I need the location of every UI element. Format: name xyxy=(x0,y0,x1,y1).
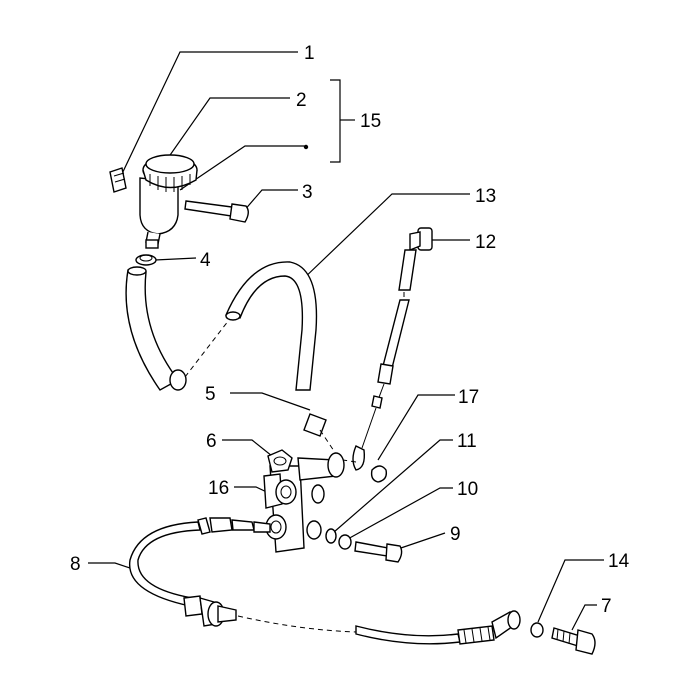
callout-17: 17 xyxy=(458,387,479,408)
callout-7: 7 xyxy=(601,596,612,617)
master-cylinder xyxy=(263,452,345,553)
callout-12: 12 xyxy=(475,232,496,253)
part-17-clip xyxy=(370,465,388,483)
part-4-clamp xyxy=(135,254,157,266)
callout-4: 4 xyxy=(200,250,211,271)
part-5-pin xyxy=(303,413,337,455)
callout-6: 6 xyxy=(206,431,217,452)
callout-16: 16 xyxy=(208,478,229,499)
callout-14: 14 xyxy=(608,551,630,572)
callout-2: 2 xyxy=(296,90,307,111)
callout-15: 15 xyxy=(360,111,381,132)
callout-labels: 1 2 15 3 13 12 4 5 17 6 11 16 10 9 8 14 … xyxy=(70,43,630,617)
callout-13: 13 xyxy=(475,186,496,207)
seal-dot xyxy=(303,144,309,150)
part-1-clip xyxy=(109,167,127,193)
callout-11: 11 xyxy=(457,431,477,452)
part-6-nut xyxy=(267,449,293,473)
callout-9: 9 xyxy=(450,524,461,545)
left-hose xyxy=(125,266,233,391)
part-3-screw xyxy=(184,200,249,223)
fluid-reservoir xyxy=(139,154,198,249)
part-13-hose xyxy=(225,261,318,391)
callout-5: 5 xyxy=(205,384,216,405)
part-14-washer xyxy=(530,622,544,638)
part-11-washer xyxy=(325,528,337,544)
callout-3: 3 xyxy=(302,182,313,203)
part-10-washer xyxy=(338,534,352,550)
part-9-bolt xyxy=(354,541,403,563)
part-8-hose xyxy=(129,517,521,645)
callout-1: 1 xyxy=(304,43,315,64)
part-7-bolt xyxy=(551,627,596,655)
callout-10: 10 xyxy=(457,479,478,500)
callout-8: 8 xyxy=(70,554,81,575)
part-12-rod xyxy=(329,227,433,471)
